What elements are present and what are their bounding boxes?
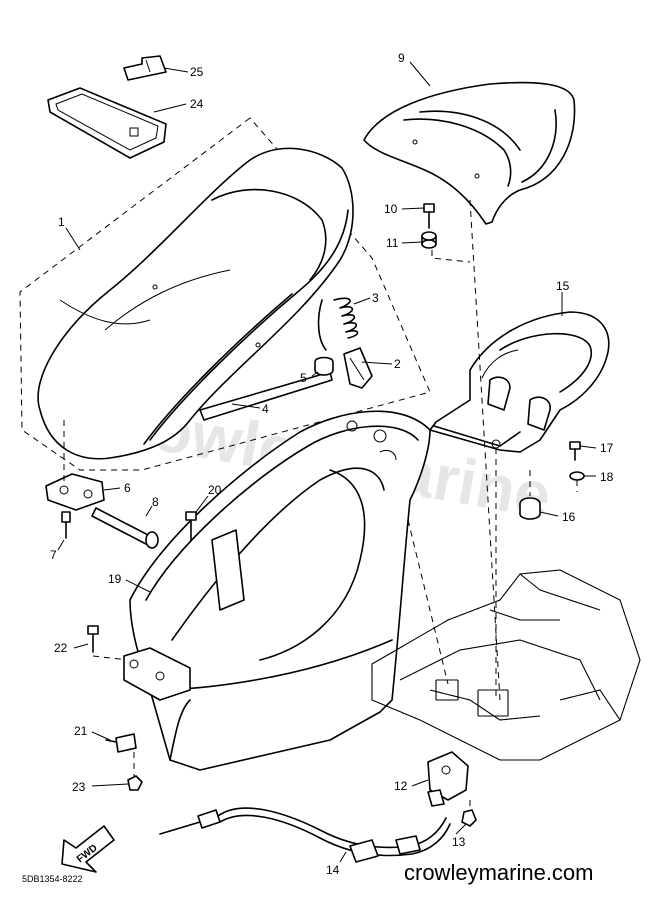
part-9-rear-seat [363,81,576,225]
part-11-collar [421,231,437,249]
label-14: 14 [326,863,340,877]
part-16-damper [519,497,541,520]
label-21: 21 [74,724,88,738]
label-1: 1 [58,215,65,229]
part-6-hinge-bracket [45,473,105,511]
part-8-pin [91,507,159,549]
label-9: 9 [398,51,405,65]
label-15: 15 [556,279,570,293]
label-8: 8 [152,495,159,509]
part-12-latch-assembly [427,751,469,807]
label-20: 20 [208,483,222,497]
part-18-washer [569,471,585,481]
label-18: 18 [600,470,614,484]
part-15-rear-carrier [429,311,610,453]
bin-to-frame-line [407,519,449,685]
part-17-bolt [569,441,581,461]
label-16: 16 [562,510,576,524]
bin-bolt-line [92,655,129,661]
part-24-lid-panel [47,87,167,159]
part-5-damper [314,356,334,376]
leader-lines [57,61,597,863]
label-23: 23 [72,780,86,794]
label-13: 13 [452,835,466,849]
label-17: 17 [600,441,614,455]
rear-seat-mount-line [431,250,471,263]
label-24: 24 [190,97,204,111]
part-3-spring [317,297,359,351]
part-1-main-seat [37,147,354,460]
fwd-arrow-icon: FWD [61,825,115,873]
hull-frame [371,569,641,761]
label-19: 19 [108,572,122,586]
part-22-bolt [87,625,99,653]
label-7: 7 [50,548,57,562]
part-25-clip [123,55,167,81]
part-10-bolt [423,203,435,229]
seat-assembly-boundary [19,117,431,471]
part-19-storage-bin [129,410,431,771]
site-mark: crowleymarine.com [404,860,594,885]
drawing-code: 5DB1354-8222 [22,874,83,884]
bin-latch-bracket [123,647,191,701]
part-7-bolt [61,511,71,539]
label-25: 25 [190,65,204,79]
label-10: 10 [384,202,398,216]
label-2: 2 [394,357,401,371]
part-13-bolt [461,809,477,827]
label-11: 11 [386,236,399,250]
label-22: 22 [54,641,68,655]
label-12: 12 [394,779,408,793]
label-3: 3 [372,291,379,305]
label-5: 5 [300,371,307,385]
part-21-screw-plate [105,733,137,753]
part-23-nut [127,775,143,791]
label-4: 4 [262,402,269,416]
label-6: 6 [124,481,131,495]
part-2-latch [343,347,373,389]
part-14-release-cable [159,807,451,863]
part-4-seal-strip [199,371,333,421]
part-20-bolt [185,511,197,541]
